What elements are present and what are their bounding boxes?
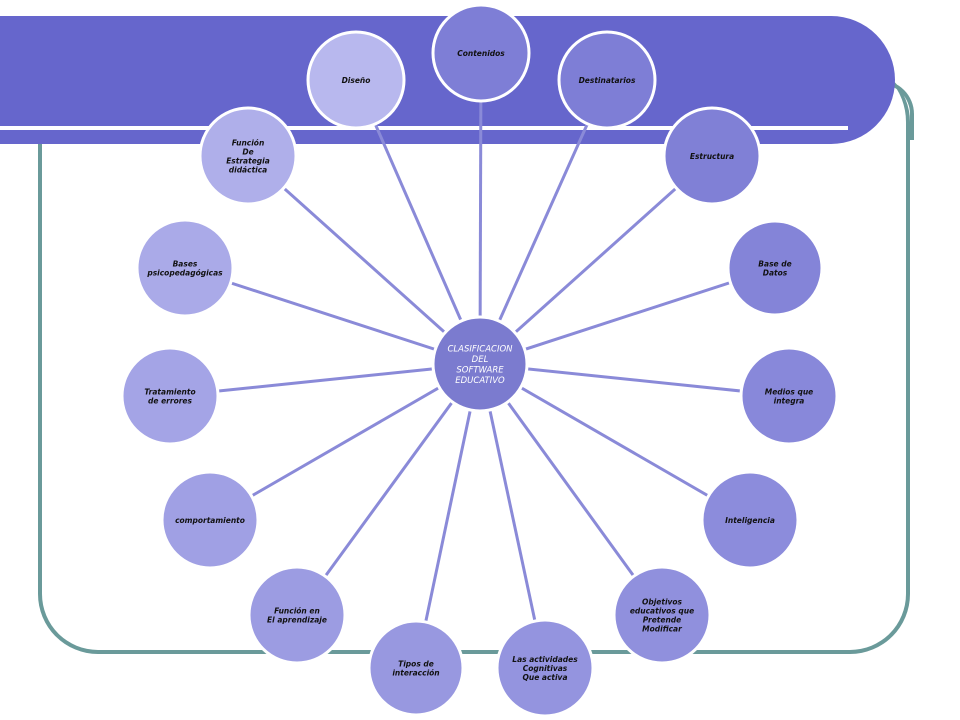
node-circle-inteligencia [700,470,800,570]
node-circle-diseno [306,30,406,130]
spoke-actividades-cognitivas [478,363,547,669]
node-label-diseno-line-0: Diseño [342,76,371,85]
spoke-tratamiento-errores [169,362,481,398]
node-label-actividades-cognitivas-line-0: Las actividades [512,655,578,664]
spoke-funcion-aprendizaje [295,363,482,616]
node-destinatarios: Destinatarios [557,30,657,130]
node-circle-estructura [662,106,762,206]
node-circle-tratamiento-errores [120,346,220,446]
node-circle-funcion-aprendizaje [247,565,347,665]
spoke-base-de-datos [479,266,776,366]
node-circle-tipos-de-interaccion [367,619,465,717]
spoke-destinatarios [478,79,609,365]
node-contenidos: Contenidos [431,3,531,103]
node-label-actividades-cognitivas-line-2: Que activa [522,673,567,682]
node-diseno: Diseño [306,30,406,130]
spoke-bases-psicopedagogicas [184,266,481,366]
spoke-comportamiento [209,362,481,522]
slide-frame [38,62,910,654]
center-label-line-2: SOFTWARE [456,365,504,375]
node-label-estructura-line-0: Estructura [690,152,734,161]
node-label-destinatarios-line-0: Destinatarios [579,76,636,85]
node-label-bases-psicopedagogicas-line-1: psicopedagógicas [146,269,223,278]
node-label-objetivos-educativos-line-1: educativos que [630,607,694,616]
node-label-objetivos-educativos-line-3: Modificar [642,625,683,634]
header-ribbon-line [0,126,848,130]
node-label-bases-psicopedagogicas-line-0: Bases [173,260,198,269]
spoke-diseno [354,79,482,365]
node-label-base-de-datos-line-0: Base de [758,260,791,269]
node-label-actividades-cognitivas-line-1: Cognitivas [523,664,568,673]
node-label-comportamiento-line-0: comportamiento [175,516,245,525]
spoke-objetivos-educativos [478,363,664,616]
node-comportamiento: comportamiento [160,470,260,570]
node-circle-funcion-estrategia [198,106,298,206]
spokes [169,52,790,669]
spoke-medios-que-integra [479,362,790,398]
spoke-inteligencia [479,362,751,522]
node-label-tipos-de-interaccion-line-0: Tipos de [398,660,434,669]
node-label-funcion-estrategia-line-0: Función [232,139,265,148]
node-circle-comportamiento [160,470,260,570]
node-circle-bases-psicopedagogicas [135,218,235,318]
node-label-objetivos-educativos-line-0: Objetivos [642,598,683,607]
node-circle-contenidos [431,3,531,103]
node-label-funcion-estrategia-line-3: didáctica [229,166,267,175]
center-label-line-1: DEL [472,355,489,365]
center-label-line-0: CLASIFICACION [447,344,513,354]
node-label-tipos-de-interaccion-line-1: interacción [392,669,439,678]
node-label-base-de-datos-line-1: Datos [763,269,788,278]
node-label-medios-que-integra-line-1: integra [774,397,805,406]
spoke-estructura [478,154,714,366]
node-estructura: Estructura [662,106,762,206]
spoke-contenidos [478,52,483,365]
node-label-medios-que-integra-line-0: Medios que [765,388,814,397]
node-circle-destinatarios [557,30,657,130]
node-label-funcion-aprendizaje-line-0: Función en [274,607,320,616]
node-label-funcion-aprendizaje-line-1: El aprendizaje [267,616,327,625]
center-circle [431,315,529,413]
node-label-funcion-estrategia-line-1: De [242,148,253,157]
node-circle-objetivos-educativos [612,565,712,665]
node-inteligencia: Inteligencia [700,470,800,570]
node-circle-base-de-datos [726,219,824,317]
node-circle-medios-que-integra [739,346,839,446]
node-label-funcion-estrategia-line-2: Estrategia [226,157,270,166]
spoke-funcion-estrategia [246,154,482,366]
node-label-contenidos-line-0: Contenidos [457,49,505,58]
node-circle-actividades-cognitivas [495,618,595,718]
node-label-tratamiento-errores-line-0: Tratamiento [144,388,195,397]
node-label-inteligencia-line-0: Inteligencia [725,516,775,525]
node-label-objetivos-educativos-line-2: Pretende [643,616,682,625]
spoke-tipos-de-interaccion [414,363,482,669]
center-label-line-3: EDUCATIVO [455,376,505,386]
node-label-tratamiento-errores-line-1: de errores [148,397,192,406]
